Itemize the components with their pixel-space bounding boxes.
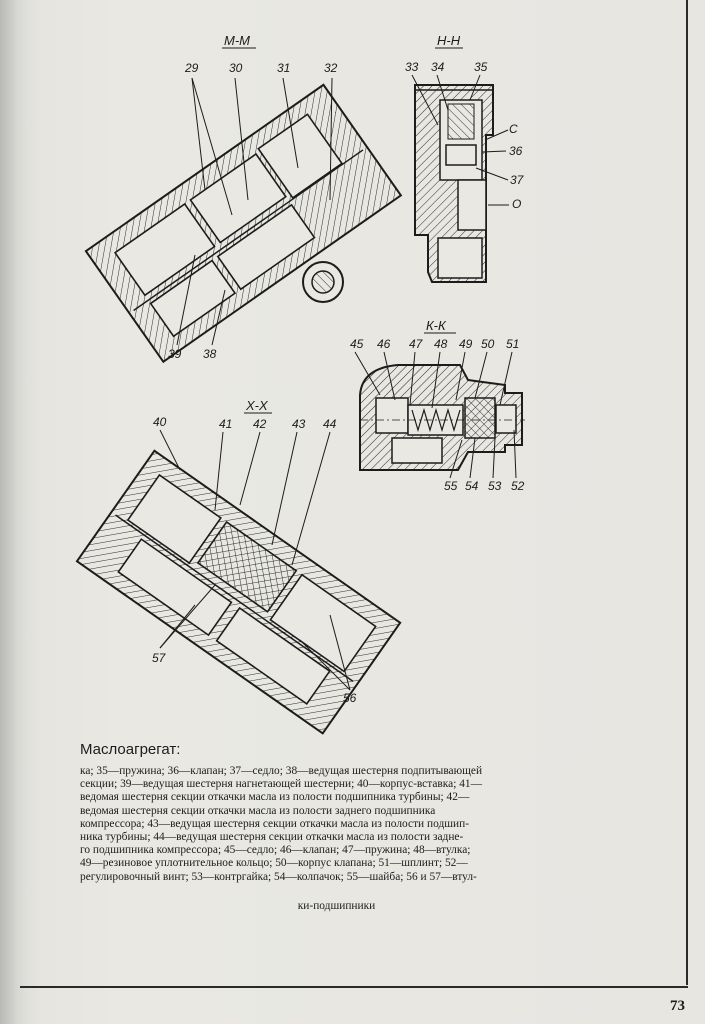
caption-line: ника турбины; 44—ведущая шестерня секции… [80,831,464,844]
spine-shadow [0,0,26,1024]
callout-45: 45 [350,337,364,351]
callout-47: 47 [409,337,424,351]
callout-39: 39 [168,347,182,361]
caption-line: ведомая шестерня секции откачки масла из… [80,791,470,804]
callout-35: 35 [474,60,488,74]
section-xx-title: Х-Х [245,398,269,413]
page-number: 73 [670,998,685,1014]
callout-48: 48 [434,337,448,351]
callout-31: 31 [277,61,290,75]
callout-o: О [512,197,521,211]
callout-34: 34 [431,60,445,74]
callout-57: 57 [152,651,167,665]
section-mm-title: М-М [224,33,250,48]
callout-43: 43 [292,417,306,431]
callout-c: С [509,122,518,136]
callout-56: 56 [343,691,357,705]
caption-line: 49—резиновое уплотнительное кольцо; 50—к… [80,857,468,870]
callout-54: 54 [465,479,479,493]
caption-last-line: ки-подшипники [297,900,376,912]
callout-42: 42 [253,417,267,431]
callout-38: 38 [203,347,217,361]
section-kk-title: К-К [426,318,447,333]
callout-37: 37 [510,173,525,187]
callout-41: 41 [219,417,232,431]
callout-30: 30 [229,61,243,75]
bottom-frame-line [20,986,688,988]
callout-44: 44 [323,417,337,431]
callout-32: 32 [324,61,338,75]
callout-49: 49 [459,337,473,351]
callout-50: 50 [481,337,495,351]
caption-title: Маслоагрегат: [80,741,181,758]
callout-29: 29 [184,61,199,75]
section-mm-drawing: М-М 29 30 31 32 39 38 [84,33,403,364]
caption-line: компрессора; 43—ведущая шестерня секции … [80,817,469,830]
caption-line: секции; 39—ведущая шестерня нагнетающей … [80,778,482,791]
callout-36: 36 [509,144,523,158]
callout-52: 52 [511,479,525,493]
callout-33: 33 [405,60,419,74]
caption-body: ка; 35—пружина; 36—клапан; 37—седло; 38—… [80,765,593,884]
right-frame-line [686,0,688,985]
caption-line: ведомая шестерня секции откачки масла из… [80,804,436,817]
callout-51: 51 [506,337,519,351]
section-xx-drawing: Х-Х 40 41 42 43 44 57 56 [75,398,402,735]
caption-line: регулировочный винт; 53—контргайка; 54—к… [80,870,477,883]
section-nn-title: Н-Н [437,33,461,48]
callout-40: 40 [153,415,167,429]
callout-46: 46 [377,337,391,351]
section-kk-drawing: К-К 45 46 47 48 49 50 51 55 54 53 52 [350,318,525,493]
caption-line: ка; 35—пружина; 36—клапан; 37—седло; 38—… [80,765,483,777]
caption-line: го подшипника компрессора; 45—седло; 46—… [80,844,471,857]
callout-55: 55 [444,479,458,493]
technical-drawing: М-М 29 30 31 32 39 38 Н-Н [75,33,525,735]
callout-53: 53 [488,479,502,493]
section-nn-drawing: Н-Н 33 34 35 С 36 37 О [405,33,525,283]
